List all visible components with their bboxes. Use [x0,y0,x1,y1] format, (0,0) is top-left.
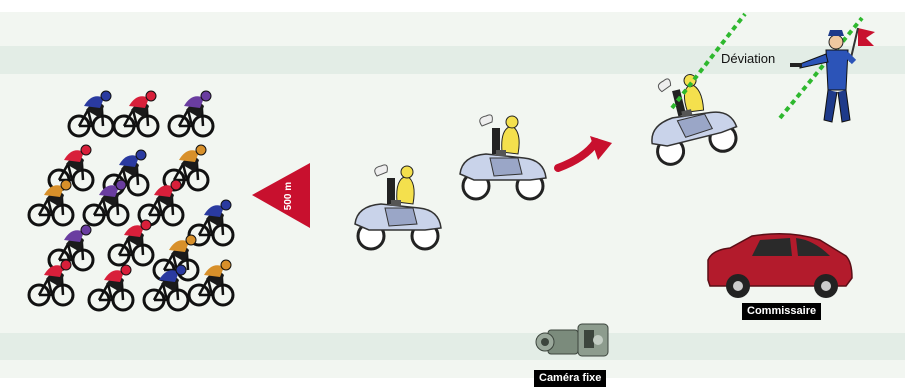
motorcycle-cameraman-icon-3 [638,65,742,167]
car-icon [708,234,852,298]
peloton-icon [29,91,233,310]
triangle-sign-icon [252,163,310,228]
deviation-label: Déviation [721,51,775,66]
commissaire-label: Commissaire [742,303,821,320]
curved-arrow-icon [558,136,612,168]
police-officer-flag-icon [790,28,875,122]
motorcycle-cameraman-icon [355,165,441,249]
motorcycle-cameraman-icon-2 [460,115,546,199]
fixed-camera-icon [536,324,608,356]
camera-fixe-label: Caméra fixe [534,370,606,387]
